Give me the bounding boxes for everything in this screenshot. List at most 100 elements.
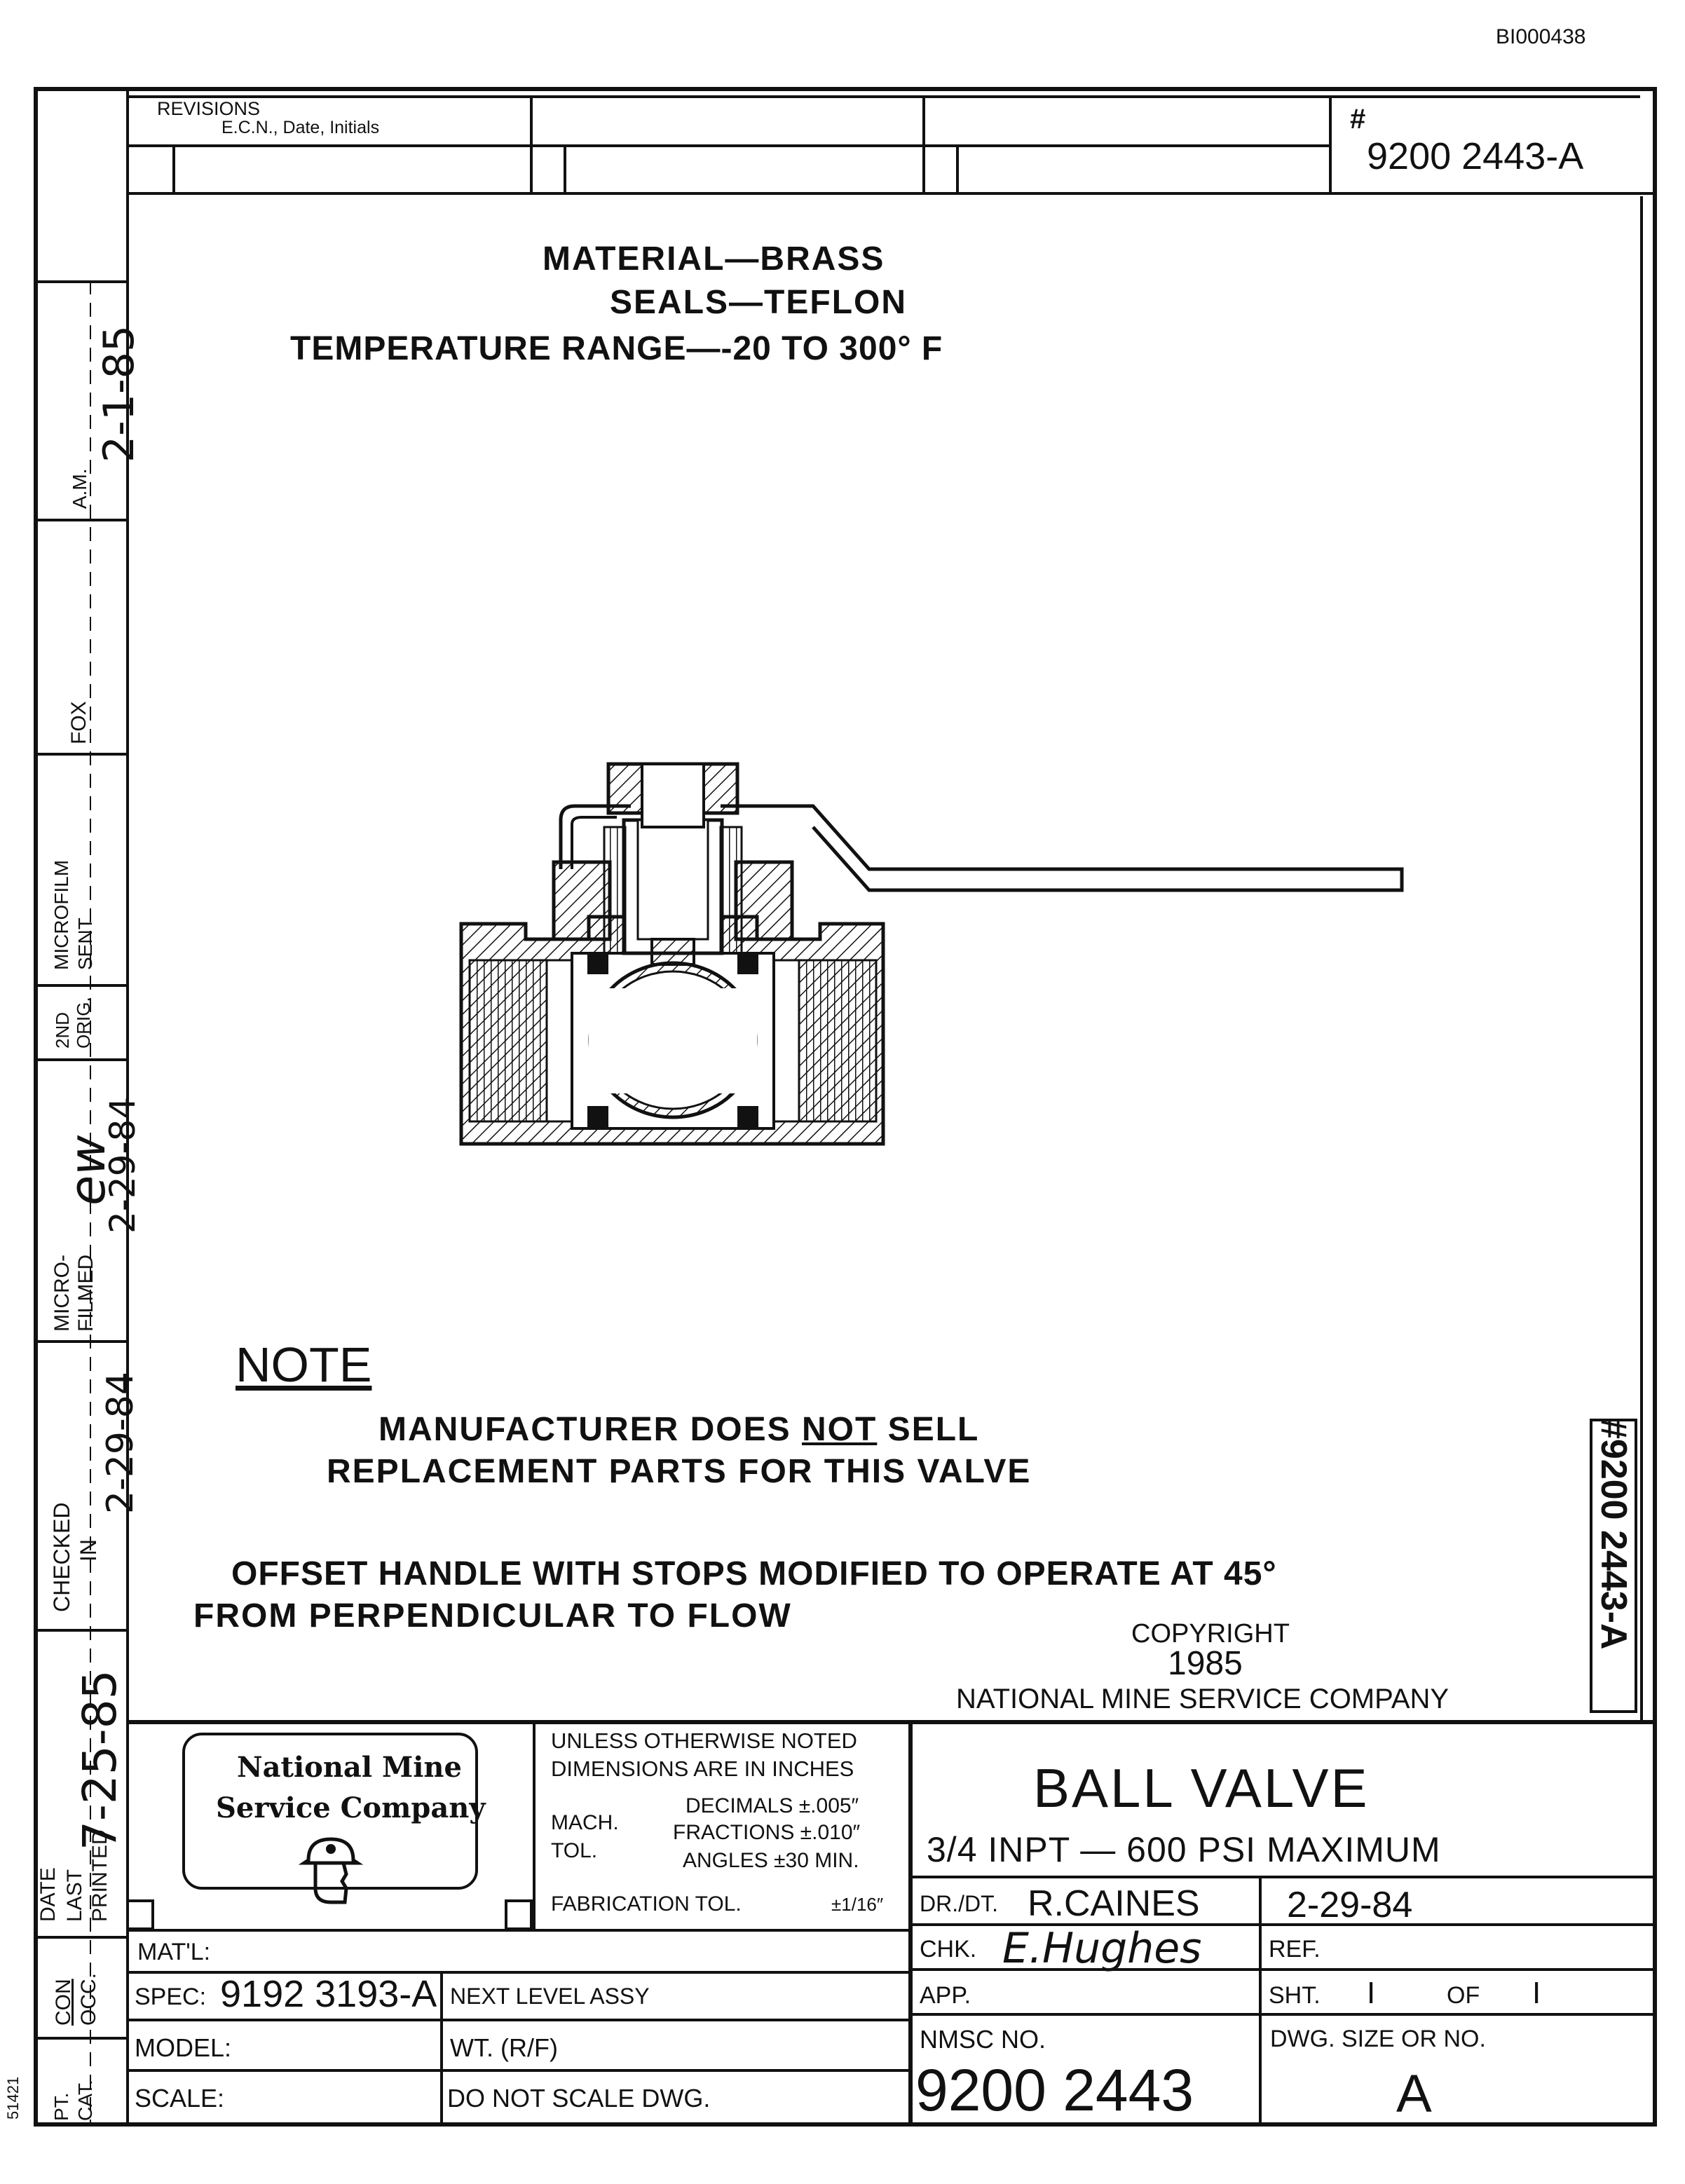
strip-micro-filmed-2: FILMED xyxy=(74,1254,97,1332)
drawing-title: BALL VALVE xyxy=(1033,1757,1370,1819)
right-frame-line xyxy=(1640,196,1643,1724)
revisions-sublabel: E.C.N., Date, Initials xyxy=(221,118,380,137)
side-drawing-number: #9200 2443-A xyxy=(1593,1419,1634,1650)
strip-2nd-orig-1: 2ND xyxy=(52,1011,73,1049)
dr-label: DR./DT. xyxy=(920,1891,998,1916)
drawing-number-top: 9200 2443-A xyxy=(1367,135,1584,177)
tb-col-lower xyxy=(440,1971,443,2127)
revisions-mid xyxy=(126,144,1332,147)
spec-seals: SEALS—TEFLON xyxy=(610,284,908,321)
tb-corner-right xyxy=(505,1899,533,1930)
document-id: BI000438 xyxy=(1496,25,1586,48)
strip-micro-filmed-1: MICRO- xyxy=(50,1255,74,1332)
company-logo xyxy=(182,1733,478,1890)
tb-row-chk xyxy=(908,1968,1657,1971)
spec-value: 9192 3193-A xyxy=(220,1973,437,2015)
next-level-assy: NEXT LEVEL ASSY xyxy=(450,1984,650,2009)
tb-model-top xyxy=(126,2019,908,2021)
strip-microfilm-sent-2: SENT xyxy=(74,917,96,970)
revisions-bottom xyxy=(126,192,1657,195)
note-line1-emph: NOT xyxy=(802,1411,878,1448)
margin-code: 51421 xyxy=(4,2076,22,2120)
note-line2: REPLACEMENT PARTS FOR THIS VALVE xyxy=(327,1453,1032,1490)
strip-pt-cat-2: CAT. xyxy=(74,2080,96,2121)
strip-fox-label: FOX xyxy=(67,701,90,744)
strip-sep xyxy=(34,1936,126,1939)
note-line1: MANUFACTURER DOES NOT SELL xyxy=(378,1413,979,1447)
drawing-border xyxy=(34,87,1657,2127)
strip-sep xyxy=(34,984,126,987)
tol-tol: TOL. xyxy=(551,1839,598,1862)
strip-sep xyxy=(34,280,126,283)
tb-scale-top xyxy=(126,2069,908,2072)
copyright-label: COPYRIGHT xyxy=(1131,1619,1290,1649)
chk-label: CHK. xyxy=(920,1936,977,1963)
tol-mach: MACH. xyxy=(551,1811,619,1834)
strip-date-last-printed-2: LAST xyxy=(63,1869,86,1922)
scale-label: SCALE: xyxy=(135,2084,225,2113)
tol-fractions: FRACTIONS ±.010″ xyxy=(673,1821,861,1844)
copyright-year: 1985 xyxy=(1168,1645,1243,1682)
strip-sep xyxy=(34,519,126,521)
tb-corner-left xyxy=(126,1899,154,1930)
note-line4: FROM PERPENDICULAR TO FLOW xyxy=(193,1597,792,1634)
strip-sep xyxy=(34,1340,126,1343)
sht-label: SHT. xyxy=(1269,1982,1321,2009)
tb-top xyxy=(126,1720,1657,1724)
nmsc-number: 9200 2443 xyxy=(915,2057,1194,2123)
strip-pt-cat-1: PT. xyxy=(50,2092,72,2121)
revisions-label: REVISIONS xyxy=(157,98,261,119)
drawing-subtitle: 3/4 INPT — 600 PSI MAXIMUM xyxy=(927,1830,1441,1869)
of-label: OF xyxy=(1447,1982,1480,2009)
rev-col xyxy=(564,144,566,193)
left-strip-divider xyxy=(126,87,129,2127)
spec-temperature: TEMPERATURE RANGE—-20 TO 300° F xyxy=(290,330,943,367)
chk-signature: E.Hughes xyxy=(1002,1924,1202,1973)
sht-number: I xyxy=(1367,1976,1376,2010)
tb-row-app xyxy=(908,2013,1657,2016)
company-logo-line2: Service Company xyxy=(216,1791,486,1824)
dwg-size-value: A xyxy=(1396,2064,1432,2124)
rev-col xyxy=(1329,95,1332,193)
strip-date-last-printed-1: DATE xyxy=(36,1867,60,1922)
tol-fabrication-label: FABRICATION TOL. xyxy=(551,1892,742,1916)
dr-date: 2-29-84 xyxy=(1287,1885,1413,1925)
app-label: APP. xyxy=(920,1982,971,2009)
tb-matl-top xyxy=(126,1929,908,1932)
strip-am-date: 2-1-85 xyxy=(95,325,144,463)
matl-label: MAT'L: xyxy=(137,1939,211,1965)
company-logo-line1: National Mine xyxy=(237,1751,462,1784)
note-heading: NOTE xyxy=(236,1337,372,1392)
do-not-scale: DO NOT SCALE DWG. xyxy=(447,2084,711,2113)
strip-sep xyxy=(34,2037,126,2040)
tb-title-bottom xyxy=(908,1876,1657,1878)
model-label: MODEL: xyxy=(135,2033,232,2062)
sht-total: I xyxy=(1532,1976,1541,2010)
strip-con-occ-1: CON xyxy=(52,1979,75,2026)
strip-checked-1: CHECKED xyxy=(49,1502,74,1612)
rev-col xyxy=(956,144,959,193)
tol-header2: DIMENSIONS ARE IN INCHES xyxy=(551,1756,854,1781)
note-line3: OFFSET HANDLE WITH STOPS MODIFIED TO OPE… xyxy=(231,1555,1277,1592)
miner-head-icon xyxy=(298,1837,364,1904)
tb-col-tol xyxy=(533,1720,535,1932)
dwg-size-label: DWG. SIZE OR NO. xyxy=(1270,2026,1486,2052)
strip-sep xyxy=(34,1629,126,1632)
rev-col xyxy=(172,144,175,193)
copyright-company: NATIONAL MINE SERVICE COMPANY xyxy=(956,1684,1449,1714)
note-line1-pre: MANUFACTURER DOES xyxy=(378,1411,803,1448)
strip-sep xyxy=(34,1058,126,1061)
strip-printed-date: 7-25-85 xyxy=(73,1670,127,1850)
tol-fabrication-value: ±1/16″ xyxy=(831,1894,884,1915)
tol-angles: ANGLES ±30 MIN. xyxy=(683,1849,859,1872)
ball-valve-drawing xyxy=(459,762,1404,1146)
strip-2nd-orig-2: ORIG. xyxy=(73,997,94,1049)
ref-label: REF. xyxy=(1269,1936,1321,1963)
rev-col xyxy=(922,95,925,193)
side-drawing-number-box xyxy=(1590,1419,1637,1713)
strip-con-occ-2: OCC. xyxy=(77,1973,100,2026)
strip-microfilm-sent-1: MICROFILM xyxy=(50,859,72,970)
dr-name: R.CAINES xyxy=(1028,1883,1200,1924)
rev-col xyxy=(530,95,533,193)
drawing-number-hash: # xyxy=(1350,104,1366,135)
